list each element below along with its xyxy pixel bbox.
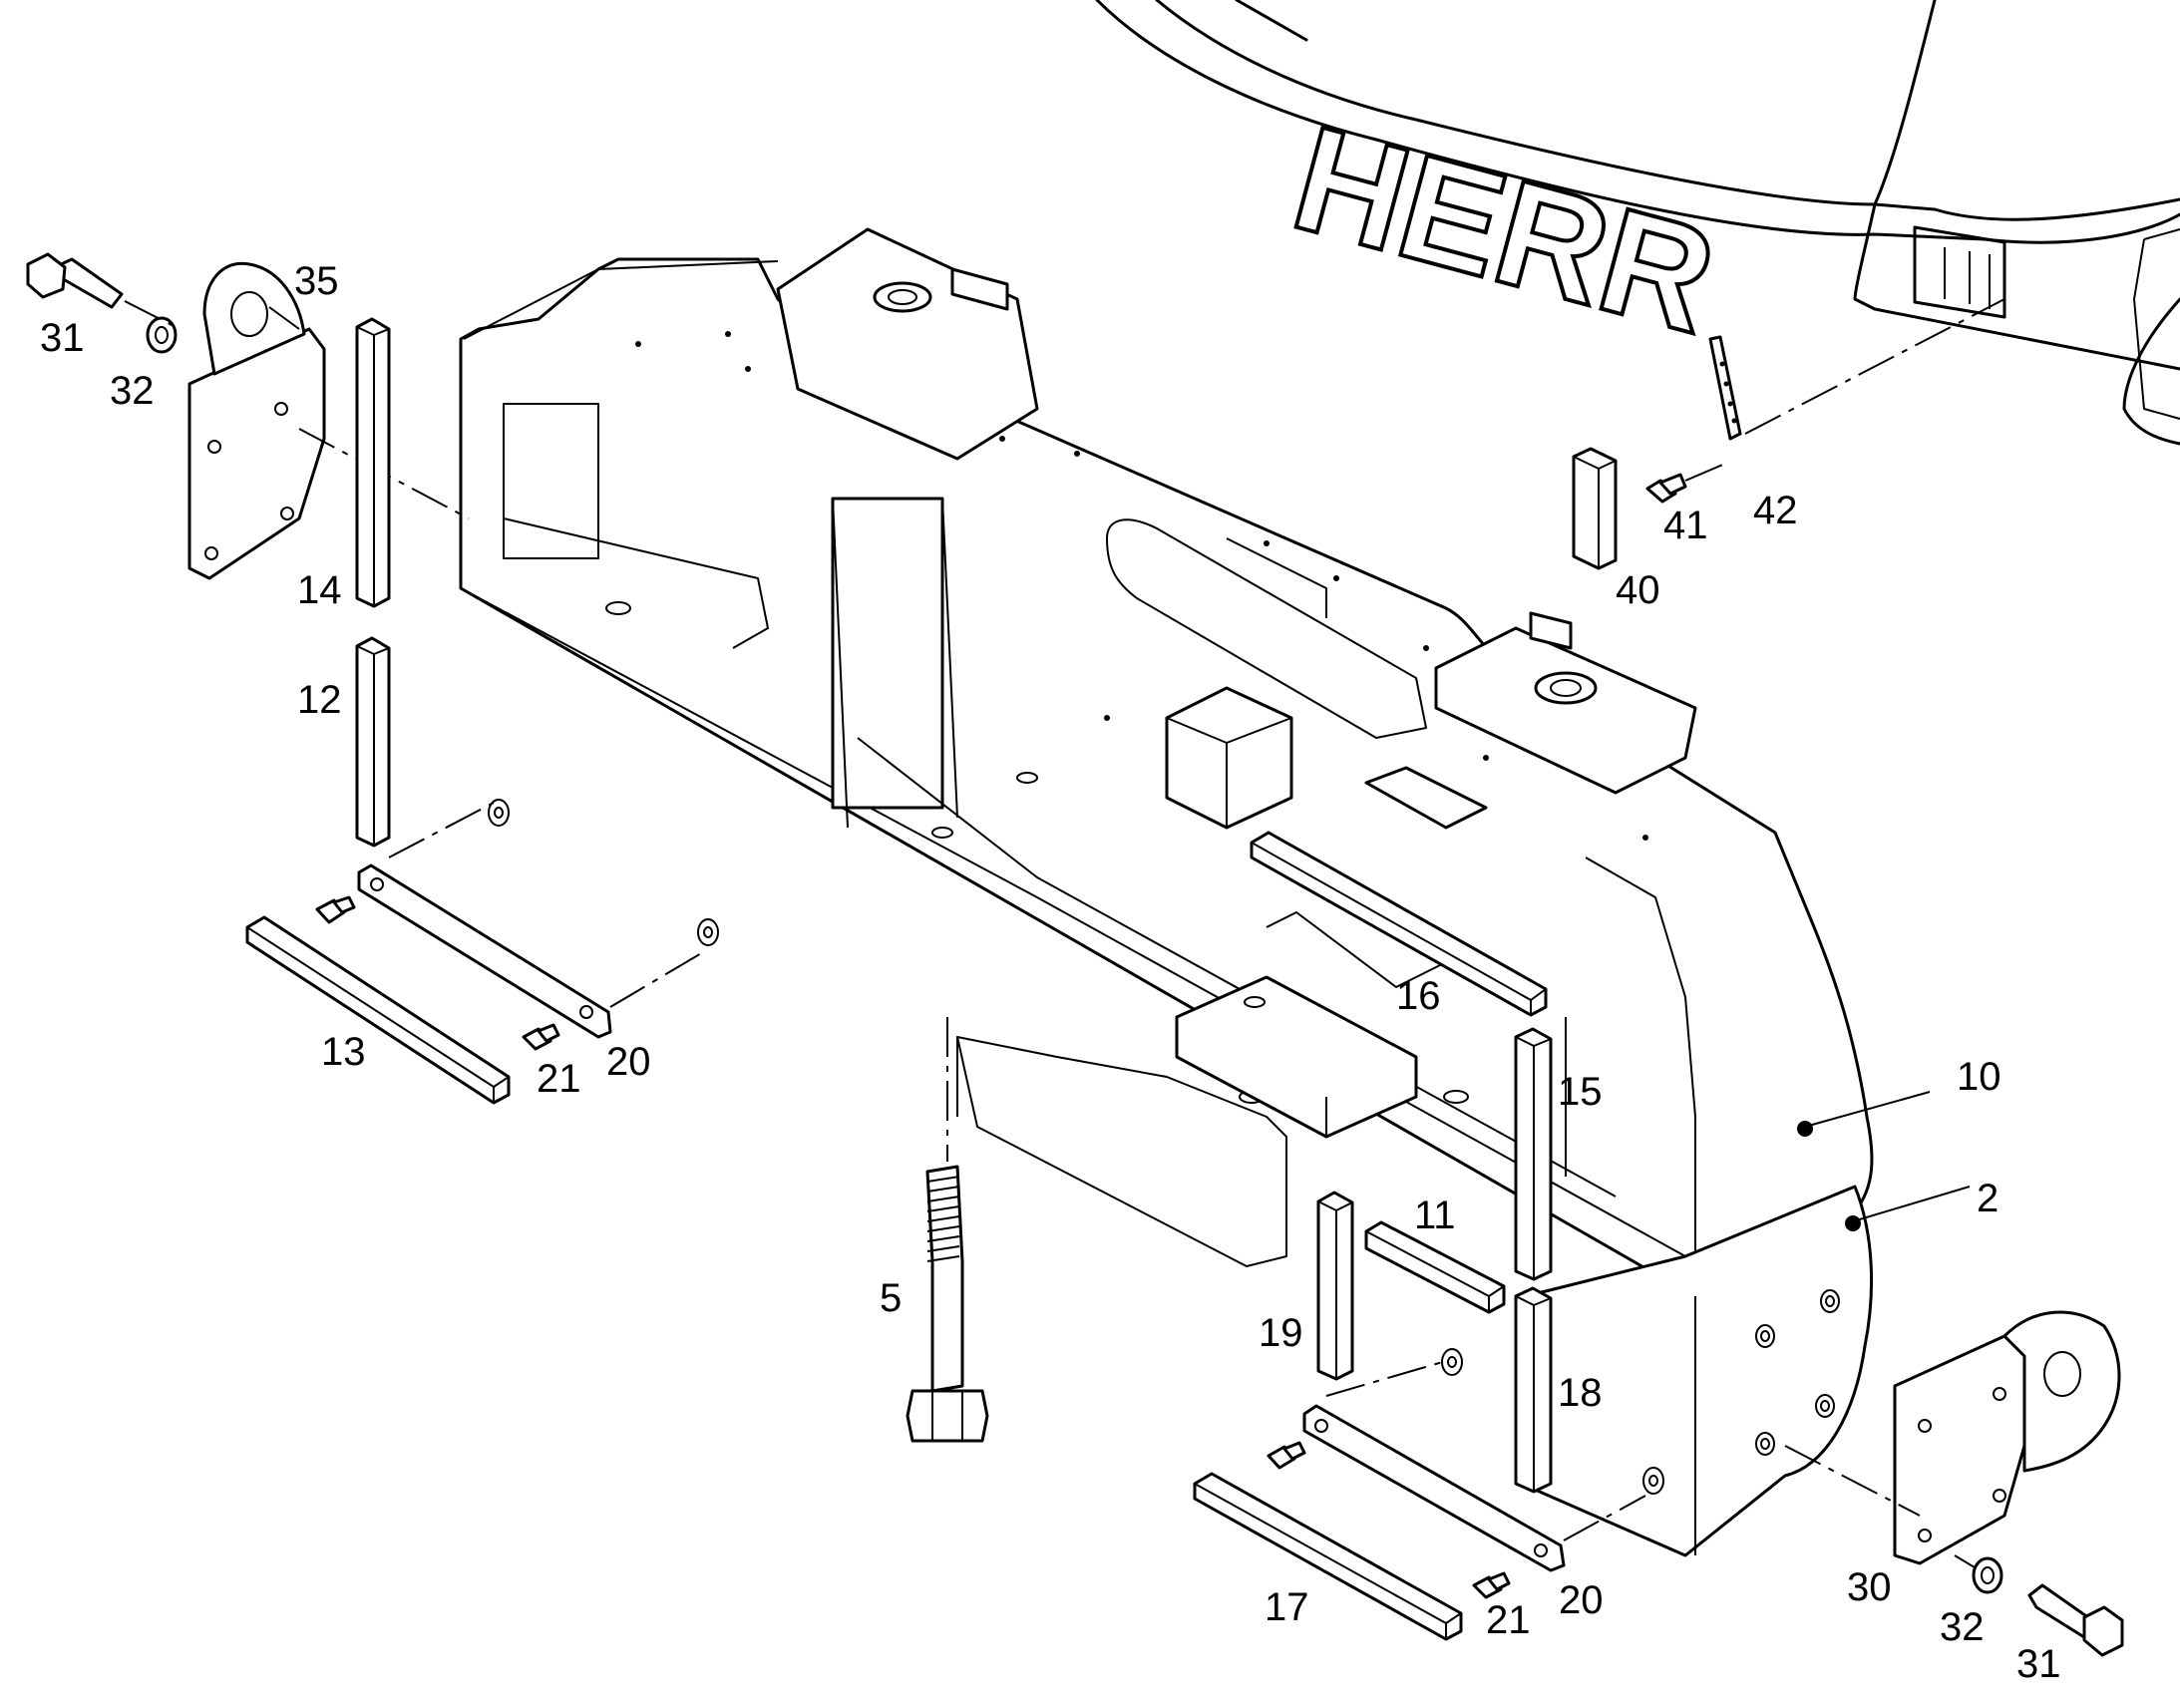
- screw-21-left-upper: [315, 895, 356, 924]
- callout-10: 10: [1957, 1055, 2001, 1099]
- assembly-line-left-bar: [388, 802, 704, 1008]
- pad-40: [1572, 447, 1618, 570]
- callout-32-upper: 32: [110, 369, 155, 413]
- filler-bar-15: [1514, 1027, 1553, 1281]
- screw-41: [1645, 473, 1687, 504]
- plate-42: [1708, 335, 1742, 441]
- callout-21-right: 21: [1486, 1598, 1531, 1642]
- filler-bar-13: [245, 915, 511, 1105]
- washer-32-upper: [146, 316, 178, 354]
- filler-bar-15-horizontal: [1250, 831, 1548, 1017]
- filler-bar-14: [355, 317, 391, 608]
- leader-lines: [268, 306, 1971, 1231]
- bolt-5: [906, 1017, 989, 1443]
- callout-11: 11: [1414, 1194, 1456, 1237]
- bracket-16: [1175, 975, 1418, 1139]
- filler-bar-18: [1514, 1286, 1553, 1494]
- counterweight-lower: [1524, 1185, 1874, 1557]
- callout-40: 40: [1616, 568, 1660, 612]
- callout-2: 2: [1977, 1177, 1998, 1220]
- screw-21-right-upper: [1267, 1441, 1306, 1470]
- callout-17: 17: [1265, 1585, 1309, 1629]
- brand-lettering: HERR: [1278, 94, 1731, 365]
- bolt-31-upper: [26, 252, 124, 309]
- machine-body: HERR: [1095, 0, 2180, 446]
- callout-5: 5: [880, 1276, 902, 1320]
- bolt-31-lower: [2027, 1583, 2124, 1657]
- callout-15: 15: [1558, 1070, 1603, 1114]
- lifting-plate-30: [1893, 1310, 2121, 1565]
- callout-31-upper: 31: [40, 316, 85, 360]
- callout-20-left: 20: [606, 1040, 651, 1084]
- filler-bar-12: [355, 636, 391, 848]
- retainer-plate-20-left: [357, 863, 612, 1039]
- callout-21-left: 21: [537, 1057, 581, 1101]
- callout-41: 41: [1663, 504, 1708, 547]
- callout-31-lower: 31: [2016, 1642, 2061, 1686]
- callout-13: 13: [321, 1030, 366, 1074]
- callout-12: 12: [297, 678, 342, 722]
- callout-18: 18: [1558, 1371, 1603, 1415]
- filler-bar-11: [1364, 1220, 1506, 1314]
- washer-32-lower: [1972, 1556, 2003, 1594]
- callout-42: 42: [1753, 489, 1798, 532]
- filler-bar-17: [1193, 1472, 1463, 1641]
- retainer-plate-20-right: [1302, 1404, 1566, 1572]
- callout-16: 16: [1396, 974, 1441, 1018]
- screw-21-right-lower: [1472, 1571, 1511, 1599]
- callout-20-right: 20: [1559, 1578, 1604, 1622]
- assembly-line-right-bar: [1325, 1360, 1646, 1541]
- lifting-plate-35: [187, 261, 326, 580]
- callout-19: 19: [1259, 1311, 1303, 1355]
- filler-bar-19: [1316, 1191, 1354, 1381]
- callout-14: 14: [297, 568, 342, 612]
- assembly-line-upper-right: [1684, 298, 2005, 482]
- callout-30: 30: [1847, 1565, 1892, 1609]
- callout-35: 35: [294, 259, 339, 303]
- screw-21-left-lower: [522, 1023, 560, 1051]
- callout-labels: 31 32 35 14 12 13 21 20 5 16 15 11 19 18…: [40, 259, 2061, 1686]
- callout-32-lower: 32: [1940, 1605, 1985, 1649]
- counterweight-main: [459, 227, 1874, 1293]
